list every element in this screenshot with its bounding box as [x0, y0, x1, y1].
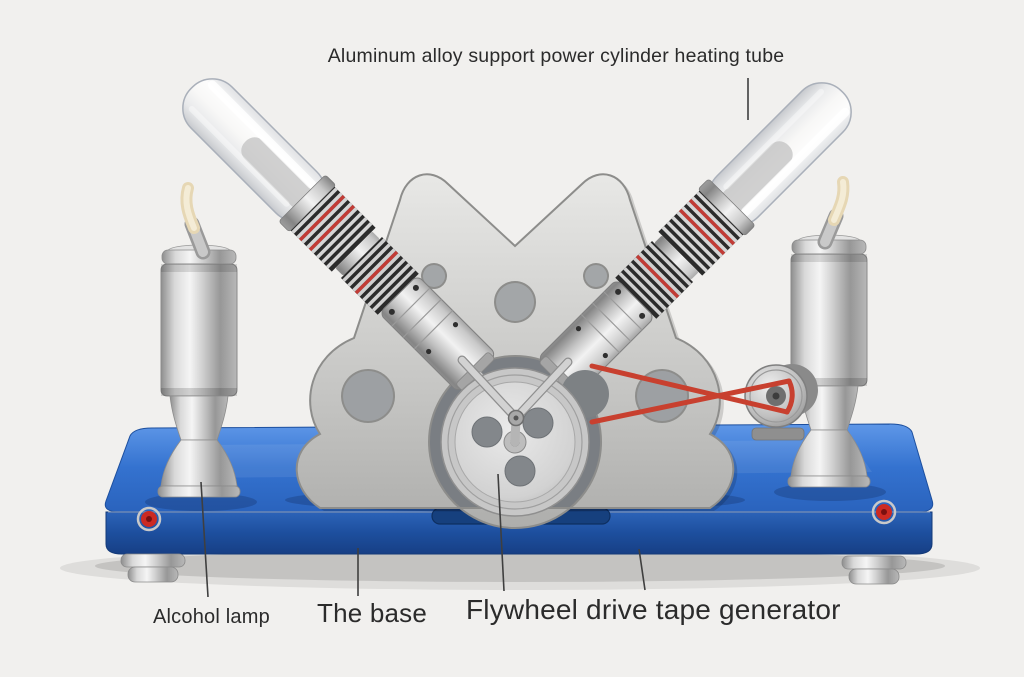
- base-label: The base: [317, 598, 428, 628]
- red-corner-screw-right: [871, 499, 897, 525]
- leader-flywheel: [497, 473, 505, 592]
- red-corner-screw-left: [136, 506, 162, 532]
- ground-shadow: [60, 546, 980, 590]
- heating-tube-label: Aluminum alloy support power cylinder he…: [327, 45, 785, 67]
- leader-lines: [200, 78, 749, 598]
- alcohol-lamp-label: Alcohol lamp: [153, 606, 270, 628]
- flywheel-generator-label: Flywheel drive tape generator: [466, 594, 841, 625]
- leader-generator: [638, 548, 646, 591]
- drive-tape-belt: [589, 363, 795, 425]
- leader-alcohol-lamp: [200, 481, 209, 598]
- alcohol-lamp-right: [787, 176, 871, 488]
- base-foot-left: [120, 553, 186, 583]
- crank-linkage: [457, 355, 573, 447]
- alcohol-lamp-left: [157, 182, 241, 498]
- base-foot-right: [841, 555, 907, 585]
